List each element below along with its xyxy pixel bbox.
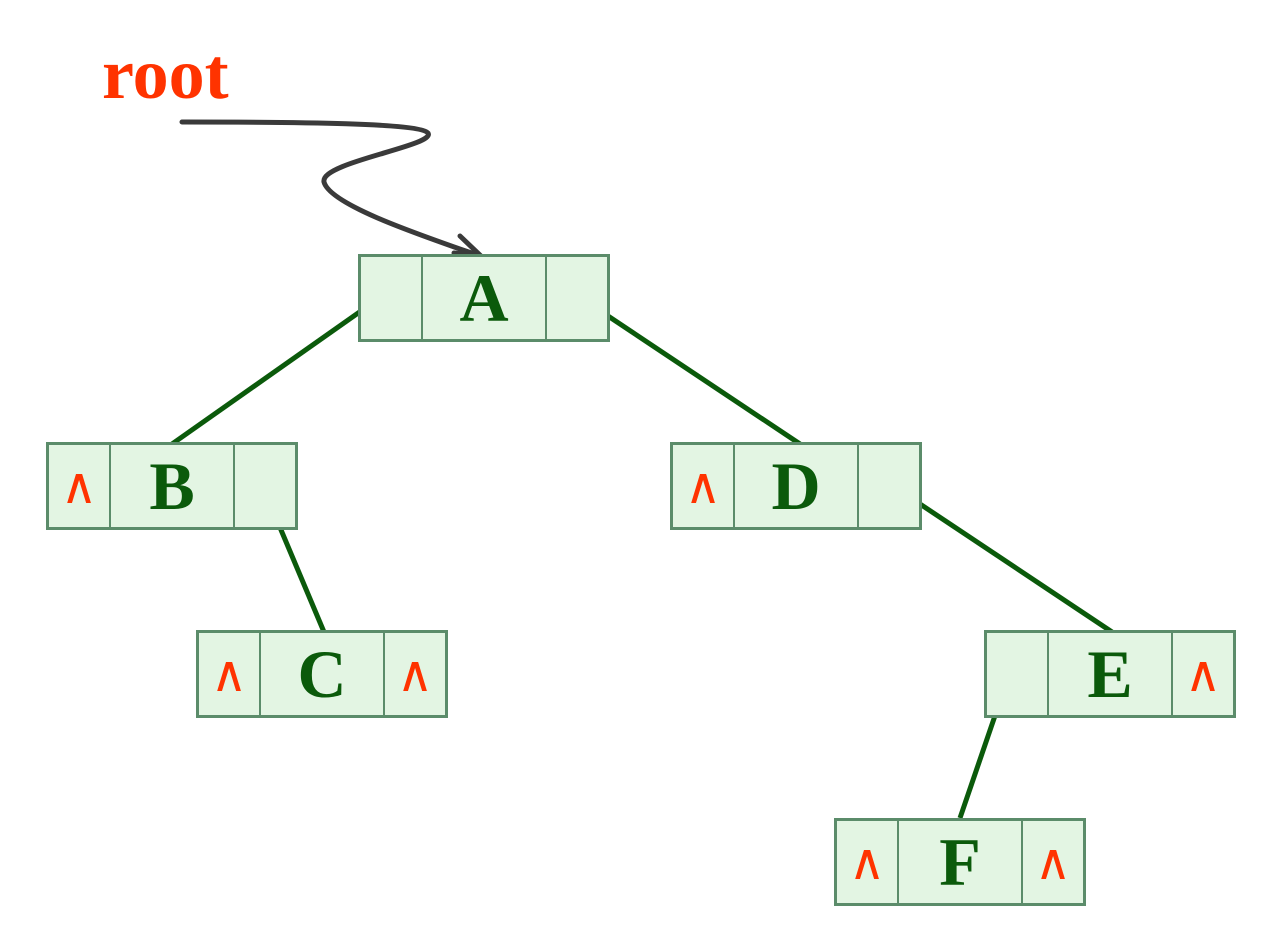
null-pointer-icon: ∧ bbox=[396, 645, 434, 703]
root-pointer-arrow bbox=[179, 119, 483, 259]
null-pointer-icon: ∧ bbox=[1034, 833, 1072, 891]
null-pointer-icon: ∧ bbox=[60, 457, 98, 515]
node-a-label: A bbox=[459, 259, 509, 336]
node-b-right-pointer bbox=[233, 445, 295, 527]
node-b-left-pointer: ∧ bbox=[49, 445, 111, 527]
node-d-left-pointer: ∧ bbox=[673, 445, 735, 527]
node-e-label: E bbox=[1087, 635, 1133, 712]
node-d-label: D bbox=[771, 447, 821, 524]
node-c-left-pointer: ∧ bbox=[199, 633, 261, 715]
node-e-right-pointer: ∧ bbox=[1171, 633, 1233, 715]
node-a-left-pointer bbox=[361, 257, 423, 339]
null-pointer-icon: ∧ bbox=[1184, 645, 1222, 703]
node-f-label: F bbox=[939, 823, 981, 900]
node-d-right-pointer bbox=[857, 445, 919, 527]
node-e-left-pointer bbox=[987, 633, 1049, 715]
edge-a-b bbox=[170, 289, 390, 447]
node-c-label: C bbox=[297, 635, 347, 712]
node-b-label: B bbox=[149, 447, 195, 524]
edge-a-d bbox=[570, 289, 802, 447]
tree-node-b: ∧ B bbox=[46, 442, 298, 530]
null-pointer-icon: ∧ bbox=[684, 457, 722, 515]
tree-node-d: ∧ D bbox=[670, 442, 922, 530]
node-a-right-pointer bbox=[545, 257, 607, 339]
null-pointer-icon: ∧ bbox=[848, 833, 886, 891]
node-f-right-pointer: ∧ bbox=[1021, 821, 1083, 903]
edge-d-e bbox=[882, 477, 1114, 635]
tree-node-c: ∧ C ∧ bbox=[196, 630, 448, 718]
tree-node-f: ∧ F ∧ bbox=[834, 818, 1086, 906]
node-c-right-pointer: ∧ bbox=[383, 633, 445, 715]
tree-node-a: A bbox=[358, 254, 610, 342]
null-pointer-icon: ∧ bbox=[210, 645, 248, 703]
tree-node-e: E ∧ bbox=[984, 630, 1236, 718]
root-label: root bbox=[102, 34, 229, 114]
node-f-left-pointer: ∧ bbox=[837, 821, 899, 903]
